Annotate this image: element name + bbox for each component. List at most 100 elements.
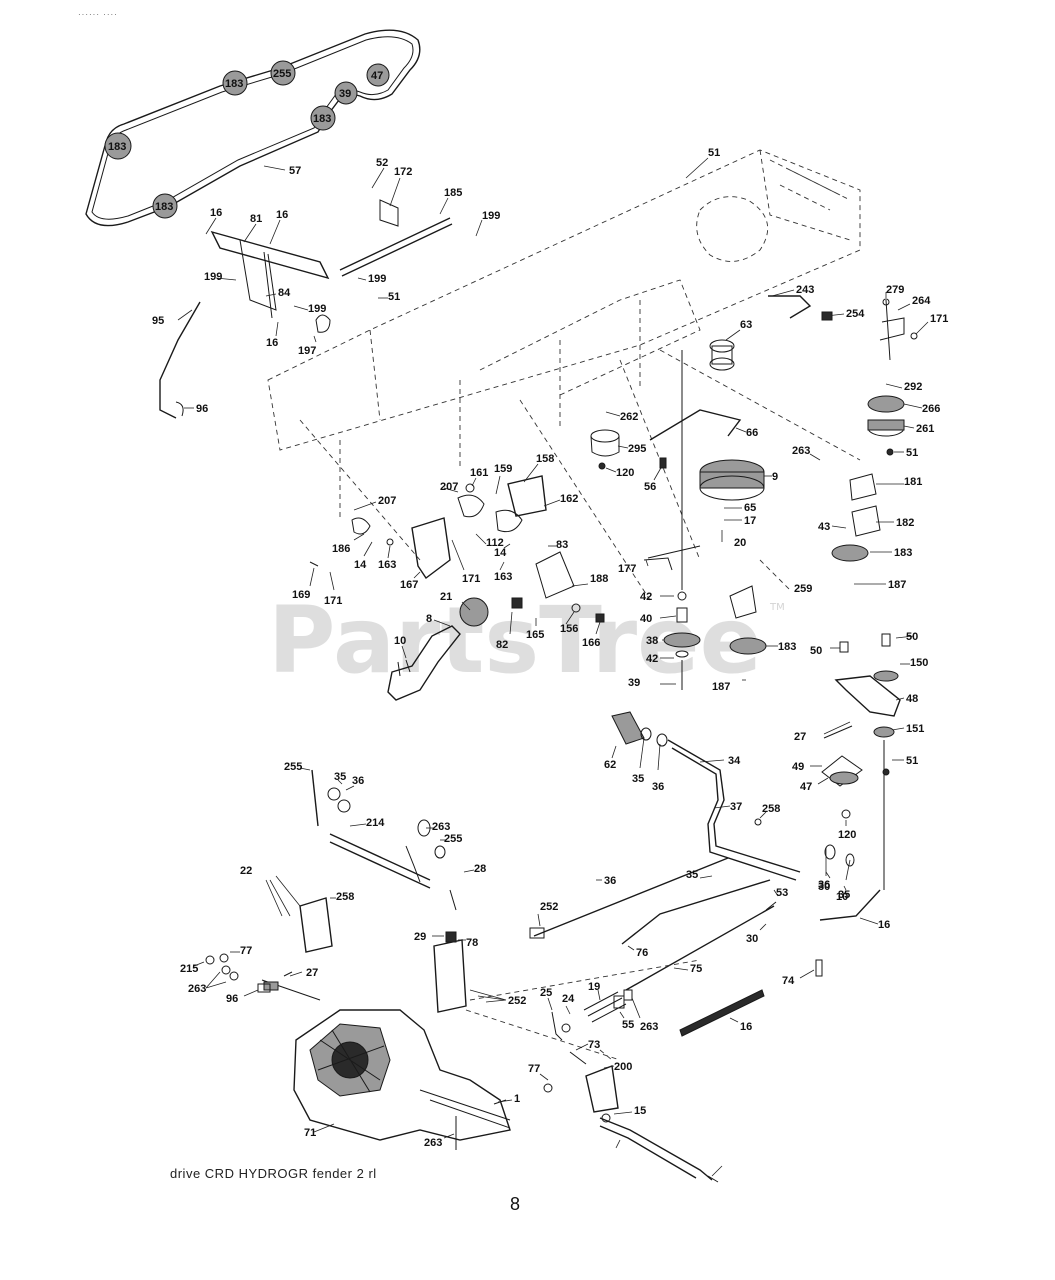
svg-text:35: 35	[632, 773, 644, 785]
svg-text:165: 165	[526, 629, 544, 641]
callout: 36	[596, 875, 616, 887]
callout: 169	[292, 561, 319, 601]
svg-text:187: 187	[712, 681, 730, 693]
callout: 36	[818, 844, 836, 891]
svg-text:264: 264	[912, 295, 931, 307]
callout: 30	[746, 901, 777, 945]
callout: 84	[265, 287, 291, 299]
callout	[707, 1165, 723, 1183]
svg-text:27: 27	[306, 967, 318, 979]
mower-lift-brackets	[351, 475, 575, 701]
callout: 207	[440, 481, 458, 493]
callout: 77	[528, 1063, 553, 1093]
svg-text:34: 34	[728, 755, 741, 767]
svg-text:57: 57	[289, 165, 301, 177]
callout: 252	[469, 989, 526, 1007]
header-mark: ······ ····	[78, 10, 118, 19]
svg-text:215: 215	[180, 963, 198, 975]
callout: 14	[354, 541, 373, 571]
callout: 16	[269, 209, 288, 245]
callout: 56	[644, 457, 667, 493]
svg-text:263: 263	[188, 983, 206, 995]
belt-pulley-label: 183	[313, 113, 331, 125]
callout: 8	[426, 613, 451, 627]
callout: 51	[882, 755, 918, 776]
callout: 51	[886, 447, 918, 459]
svg-text:161: 161	[470, 467, 488, 479]
callout: 83	[548, 539, 568, 551]
callout: 74	[782, 959, 823, 987]
svg-text:77: 77	[240, 945, 252, 957]
callout: 165	[526, 618, 544, 641]
svg-text:199: 199	[368, 273, 386, 285]
callout: 35	[686, 869, 713, 881]
svg-text:188: 188	[590, 573, 608, 585]
svg-text:73: 73	[588, 1039, 600, 1051]
callout: 25	[540, 987, 563, 1041]
callout: 47	[800, 777, 829, 793]
brake-pedal-linkage	[585, 1065, 713, 1181]
svg-text:96: 96	[226, 993, 238, 1005]
callout: 158	[523, 453, 554, 483]
svg-text:43: 43	[818, 521, 830, 533]
svg-text:150: 150	[910, 657, 928, 669]
callout: 263	[623, 989, 658, 1033]
svg-text:75: 75	[690, 963, 702, 975]
callout: 279	[882, 284, 904, 306]
callout: 21	[440, 591, 471, 611]
callout: 10	[394, 635, 411, 677]
callout: 30	[818, 871, 831, 893]
svg-text:186: 186	[332, 543, 350, 555]
belt-pulley: 183	[222, 70, 248, 96]
belt-pulley-label: 183	[225, 78, 243, 90]
callout: 52	[371, 157, 388, 189]
callout: 186	[332, 533, 365, 555]
callout: 183	[870, 547, 912, 559]
svg-text:207: 207	[378, 495, 396, 507]
svg-text:82: 82	[496, 639, 508, 651]
callout: 24	[561, 993, 575, 1033]
svg-text:163: 163	[378, 559, 396, 571]
callout: 120	[838, 809, 856, 841]
svg-text:66: 66	[746, 427, 758, 439]
callout: 29	[414, 931, 457, 943]
svg-text:214: 214	[366, 817, 385, 829]
callout: 254	[821, 308, 865, 321]
callout: 37	[713, 801, 742, 813]
svg-text:199: 199	[204, 271, 222, 283]
svg-text:65: 65	[744, 502, 756, 514]
svg-text:166: 166	[582, 637, 600, 649]
callout: 171	[451, 539, 480, 585]
svg-text:77: 77	[528, 1063, 540, 1075]
callout: 48	[895, 693, 918, 705]
callout: 39	[628, 677, 676, 689]
svg-text:42: 42	[646, 653, 658, 665]
svg-text:51: 51	[906, 755, 918, 767]
svg-text:262: 262	[620, 411, 638, 423]
callout: 50	[810, 641, 849, 657]
svg-text:183: 183	[778, 641, 796, 653]
svg-text:51: 51	[906, 447, 918, 459]
callout: 22	[240, 865, 301, 917]
callout: 258	[330, 891, 354, 903]
idler-pulley-stack	[831, 299, 905, 562]
callout: 35	[838, 853, 855, 901]
callout: 162	[543, 493, 578, 507]
svg-text:207: 207	[440, 481, 458, 493]
svg-text:120: 120	[838, 829, 856, 841]
svg-text:183: 183	[894, 547, 912, 559]
callout: 63	[725, 319, 752, 341]
svg-text:51: 51	[708, 147, 720, 159]
svg-text:39: 39	[628, 677, 640, 689]
svg-text:185: 185	[444, 187, 462, 199]
callout: 156	[560, 603, 581, 635]
callout: 36	[337, 775, 364, 813]
callout: 27	[283, 967, 318, 979]
svg-text:266: 266	[922, 403, 940, 415]
svg-text:35: 35	[686, 869, 698, 881]
lift-link-rod	[159, 301, 201, 419]
svg-text:243: 243	[796, 284, 814, 296]
svg-text:29: 29	[414, 931, 426, 943]
svg-text:50: 50	[810, 645, 822, 657]
